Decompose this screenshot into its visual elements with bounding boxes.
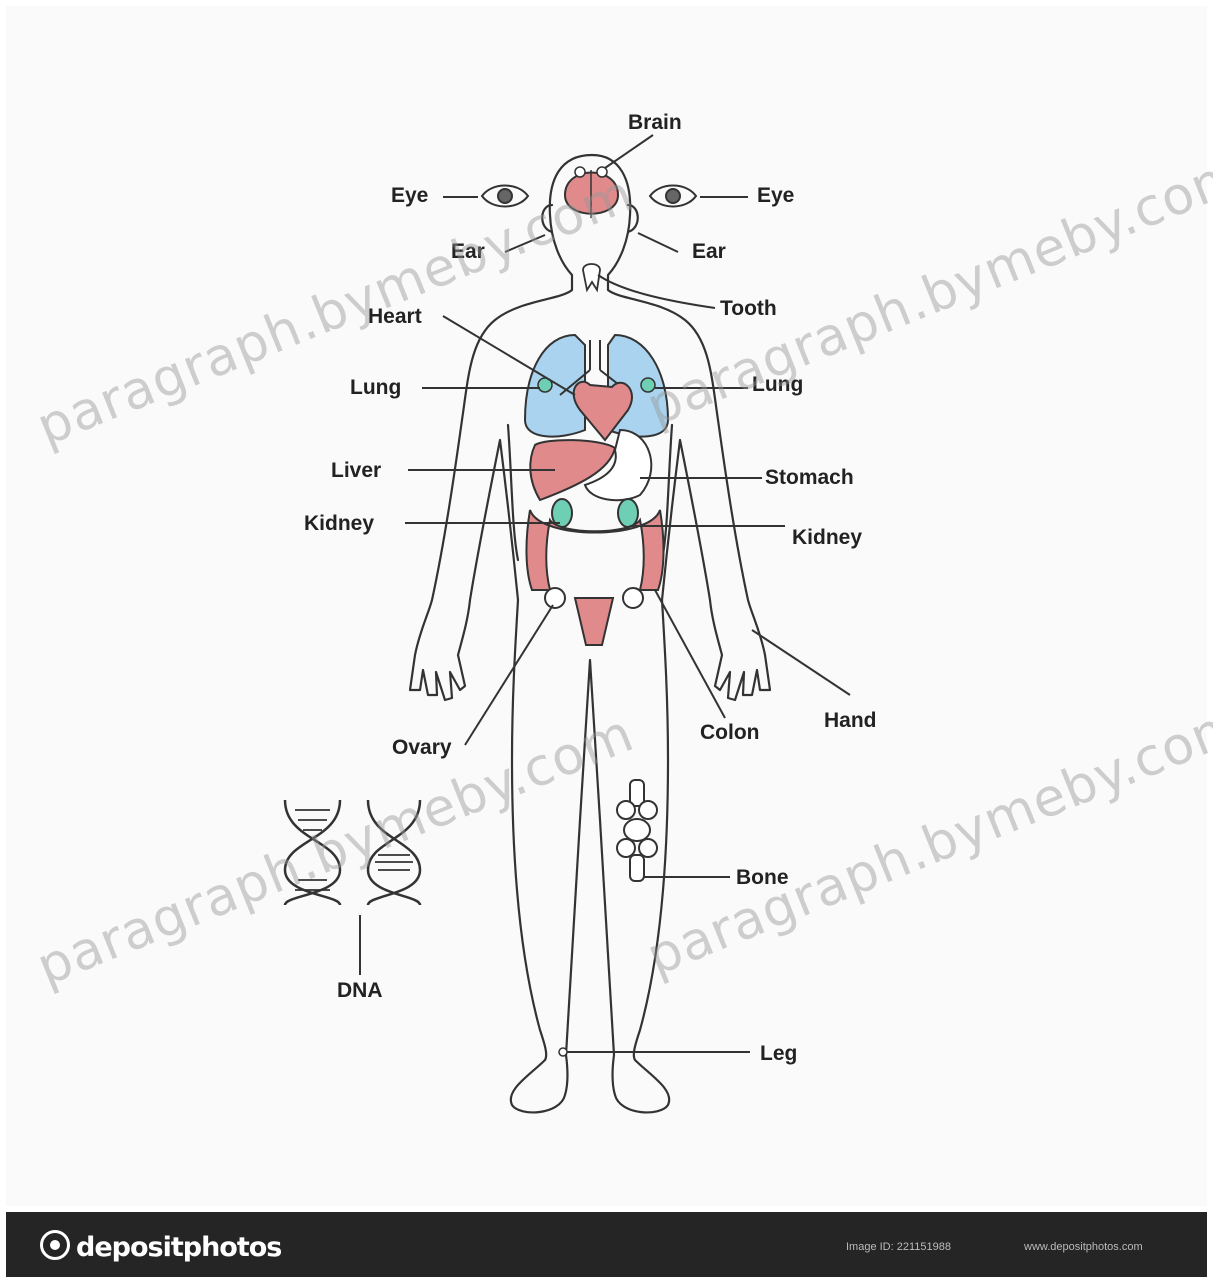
label-liver: Liver	[331, 460, 381, 481]
label-eye-right: Eye	[757, 185, 794, 206]
label-kidney-right: Kidney	[792, 527, 862, 548]
tooth-leader	[598, 275, 715, 308]
uterus-organ	[575, 598, 613, 645]
label-ovary: Ovary	[392, 737, 452, 758]
brain-leader	[605, 135, 653, 168]
bone-organ	[617, 780, 657, 881]
eye-right-icon	[650, 186, 696, 207]
label-dna: DNA	[337, 980, 383, 1001]
ovary-leader	[465, 605, 553, 745]
label-colon: Colon	[700, 722, 759, 743]
label-eye-left: Eye	[391, 185, 428, 206]
footer-logo[interactable]: depositphotos	[76, 1232, 281, 1263]
label-hand: Hand	[824, 710, 877, 731]
kidneys-organ	[552, 499, 638, 527]
footer-site[interactable]: www.depositphotos.com	[1024, 1241, 1143, 1253]
label-tooth: Tooth	[720, 298, 777, 319]
camera-icon	[40, 1230, 70, 1260]
label-leg: Leg	[760, 1043, 797, 1064]
label-stomach: Stomach	[765, 467, 854, 488]
tooth-organ	[583, 264, 600, 290]
label-kidney-left: Kidney	[304, 513, 374, 534]
footer-bar: depositphotos Image ID: 221151988 www.de…	[6, 1212, 1207, 1277]
label-brain: Brain	[628, 112, 682, 133]
footer-image-id: Image ID: 221151988	[846, 1241, 951, 1253]
label-ear-right: Ear	[692, 241, 726, 262]
label-lung-left: Lung	[350, 377, 401, 398]
ear-right-leader	[638, 233, 678, 252]
